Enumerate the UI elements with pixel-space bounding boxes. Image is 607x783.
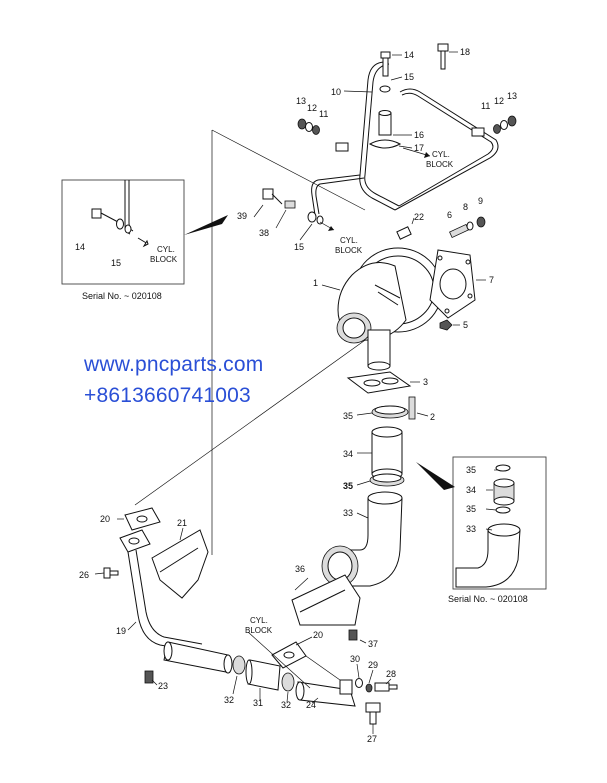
outlet-gasket <box>346 371 416 420</box>
part-labels: 14 15 10 18 13 12 11 11 12 13 16 17 CYL.… <box>75 47 528 744</box>
part-label-28: 28 <box>386 669 396 679</box>
part-label-23: 23 <box>158 681 168 691</box>
turbocharger-body <box>336 247 443 371</box>
part-label-10: 10 <box>331 87 341 97</box>
cyl-block-note: BLOCK <box>245 626 273 635</box>
left-inset-serial: Serial No. ~ 020108 <box>82 291 162 301</box>
part-label-15: 15 <box>294 242 304 252</box>
part-label-30: 30 <box>350 654 360 664</box>
cyl-block-note: CYL. <box>340 236 358 245</box>
elbow-bracket <box>291 574 361 641</box>
part-label-8: 8 <box>463 202 468 212</box>
left-inset <box>61 179 228 285</box>
part-label-6: 6 <box>447 210 452 220</box>
watermark-url: www.pncparts.com <box>84 353 264 376</box>
cyl-block-note: BLOCK <box>426 160 454 169</box>
cyl-block-note: BLOCK <box>335 246 363 255</box>
part-label-20: 20 <box>313 630 323 640</box>
part-label-12: 12 <box>494 96 504 106</box>
oil-return-pipe <box>103 507 233 684</box>
part-label-35: 35 <box>466 504 476 514</box>
part-label-17: 17 <box>414 143 424 153</box>
exhaust-sleeve-stack <box>321 405 409 587</box>
part-label-9: 9 <box>478 196 483 206</box>
top-fasteners <box>262 43 517 240</box>
part-label-22: 22 <box>414 212 424 222</box>
part-label-35: 35 <box>343 411 353 421</box>
part-label-35: 35 <box>343 481 353 491</box>
turbine-gasket <box>429 216 486 331</box>
part-label-36: 36 <box>295 564 305 574</box>
cyl-block-note: CYL. <box>432 150 450 159</box>
watermark-phone: +8613660741003 <box>84 384 251 407</box>
part-label-38: 38 <box>259 228 269 238</box>
cyl-block-note: BLOCK <box>150 255 178 264</box>
drain-hose-parts <box>232 631 398 725</box>
part-label-33: 33 <box>466 524 476 534</box>
part-label-21: 21 <box>177 518 187 528</box>
part-label-20: 20 <box>100 514 110 524</box>
part-label-31: 31 <box>253 698 263 708</box>
part-label-15: 15 <box>111 258 121 268</box>
part-label-5: 5 <box>463 320 468 330</box>
label-leaders <box>94 51 498 734</box>
part-label-29: 29 <box>368 660 378 670</box>
part-label-39: 39 <box>237 211 247 221</box>
part-label-1: 1 <box>313 278 318 288</box>
cyl-block-note: CYL. <box>157 245 175 254</box>
part-label-12: 12 <box>307 103 317 113</box>
part-label-14: 14 <box>404 50 414 60</box>
part-label-32: 32 <box>281 700 291 710</box>
part-label-2: 2 <box>430 412 435 422</box>
part-label-33: 33 <box>343 508 353 518</box>
part-label-27: 27 <box>367 734 377 744</box>
part-label-18: 18 <box>460 47 470 57</box>
leader-lines <box>134 129 411 555</box>
part-label-7: 7 <box>489 275 494 285</box>
right-inset <box>416 456 547 590</box>
part-label-13: 13 <box>507 91 517 101</box>
part-label-11: 11 <box>319 109 328 119</box>
part-label-19: 19 <box>116 626 126 636</box>
oil-feed-pipe <box>311 61 499 216</box>
part-label-11: 11 <box>481 101 490 111</box>
part-label-13: 13 <box>296 96 306 106</box>
part-label-14: 14 <box>75 242 85 252</box>
part-label-34: 34 <box>466 485 476 495</box>
part-label-24: 24 <box>306 700 316 710</box>
right-inset-serial: Serial No. ~ 020108 <box>448 594 528 604</box>
part-label-32: 32 <box>224 695 234 705</box>
part-label-3: 3 <box>423 377 428 387</box>
part-label-35: 35 <box>466 465 476 475</box>
cyl-block-note: CYL. <box>250 616 268 625</box>
part-label-26: 26 <box>79 570 89 580</box>
part-label-16: 16 <box>414 130 424 140</box>
part-label-37: 37 <box>368 639 378 649</box>
cyl-block-arrows <box>319 147 431 231</box>
part-label-15: 15 <box>404 72 414 82</box>
part-label-34: 34 <box>343 449 353 459</box>
